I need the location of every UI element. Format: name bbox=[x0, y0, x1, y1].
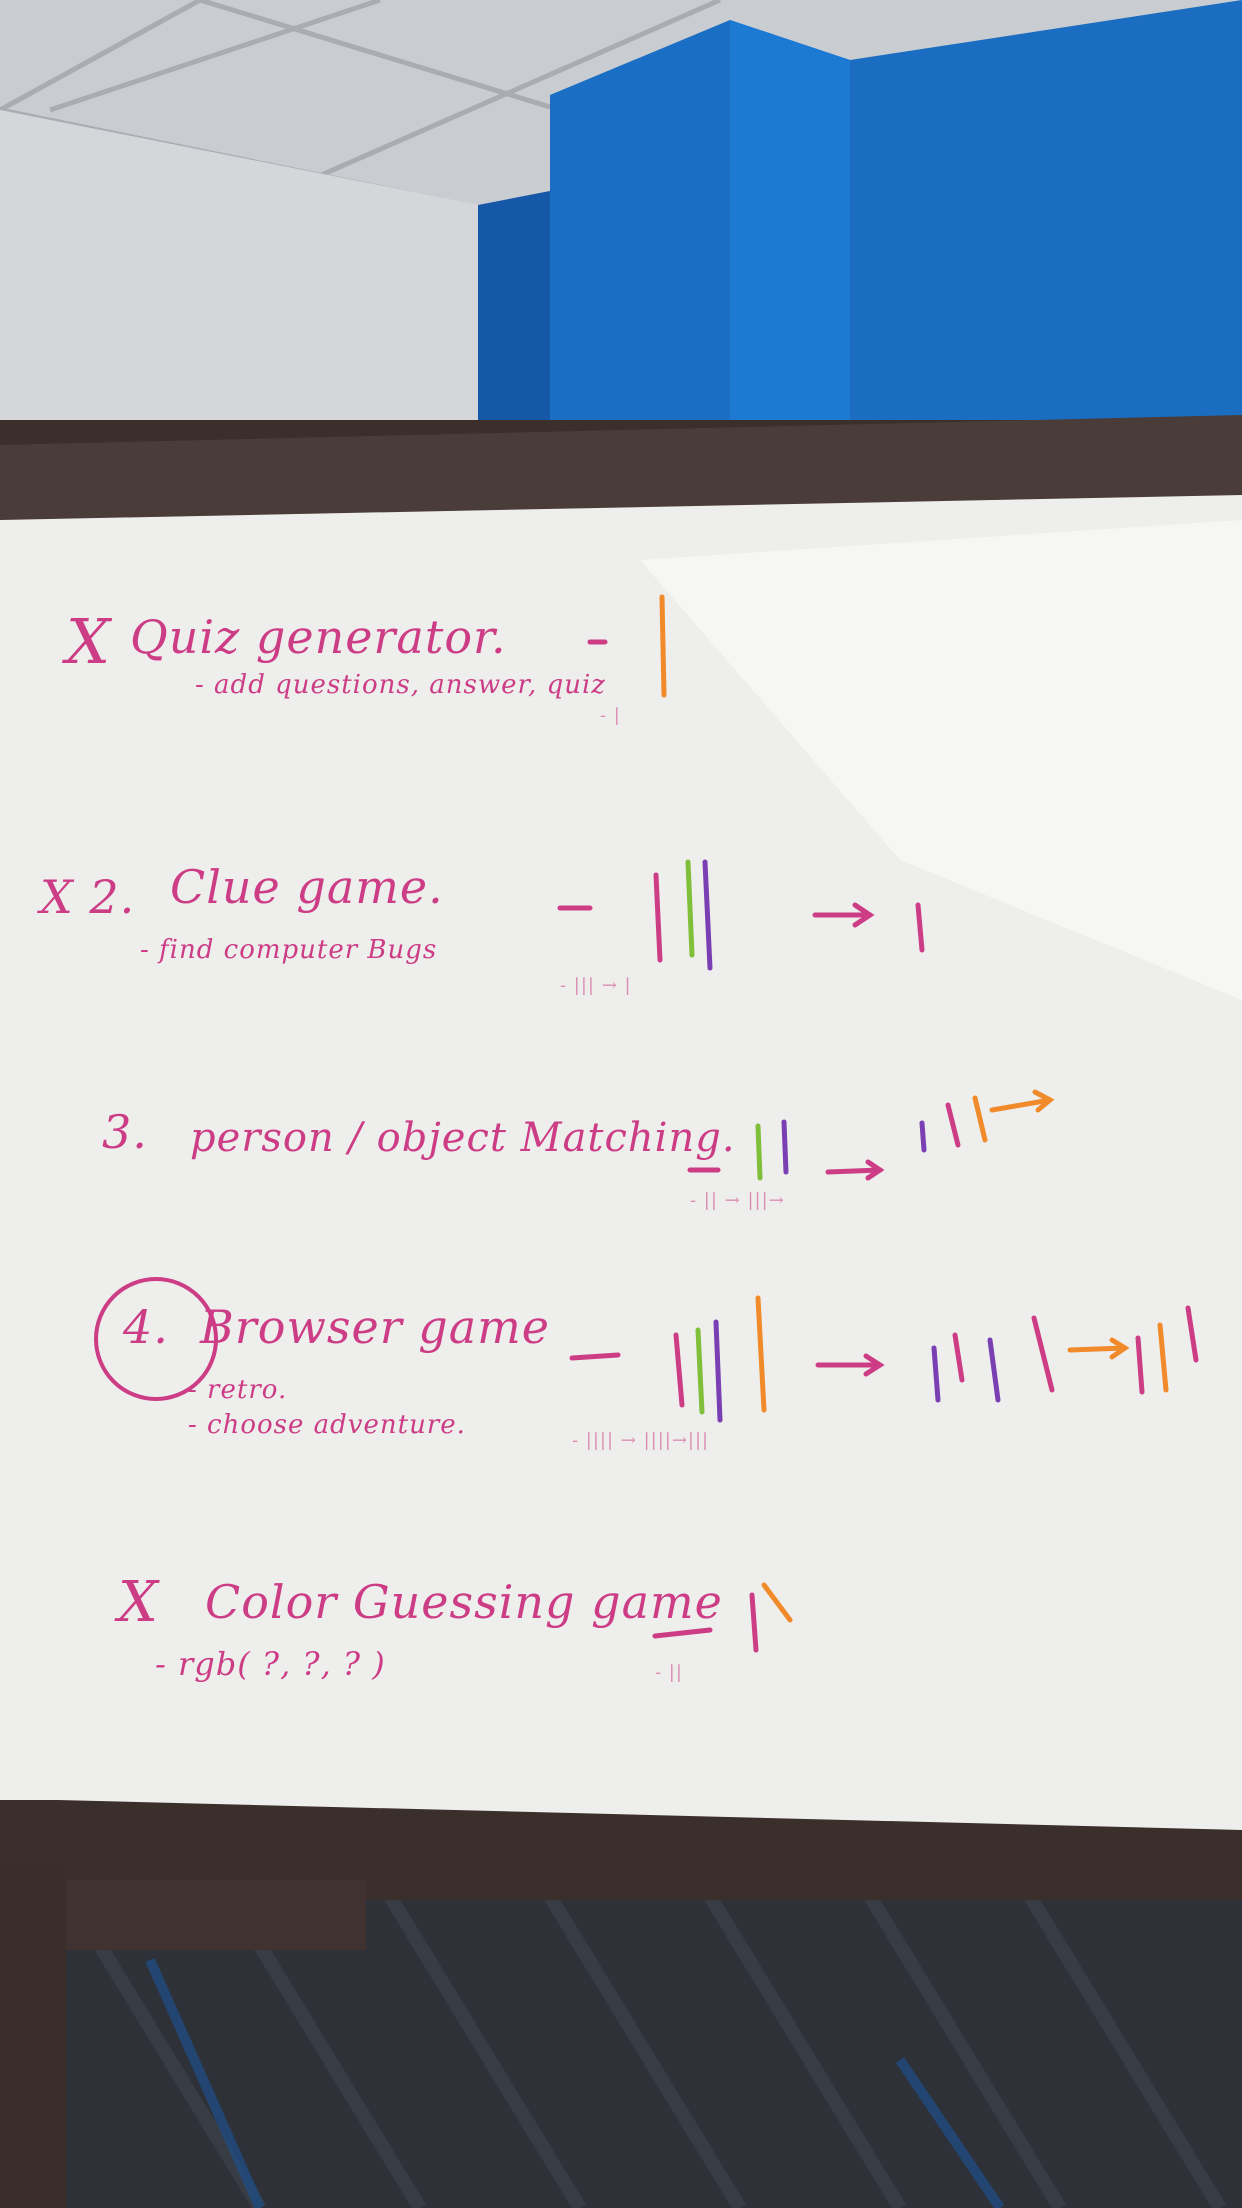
item-marker: 4. bbox=[123, 1300, 169, 1354]
tally-mark bbox=[987, 1337, 1001, 1403]
whiteboard-glare bbox=[640, 520, 1242, 1000]
tally-mark bbox=[659, 594, 667, 698]
tally-mark bbox=[761, 1582, 793, 1623]
tally-mark bbox=[695, 1327, 705, 1415]
arrow bbox=[1067, 1345, 1128, 1353]
tally-text: - |||| → ||||→||| bbox=[572, 1430, 710, 1451]
tally-mark bbox=[919, 1120, 927, 1153]
arrow bbox=[989, 1097, 1053, 1113]
tally-mark bbox=[702, 859, 713, 971]
tally-dash bbox=[569, 1352, 621, 1361]
item-title: Color Guessing game bbox=[205, 1575, 723, 1629]
carpet-blue-stripes bbox=[145, 1957, 1005, 2208]
tally-mark bbox=[781, 1119, 789, 1175]
tally-mark bbox=[1157, 1322, 1169, 1393]
board-frame-top bbox=[0, 415, 1242, 520]
tally-dash bbox=[652, 1627, 713, 1639]
item-marker: X bbox=[66, 605, 112, 678]
tally-mark bbox=[915, 902, 925, 953]
item-subnote: - rgb( ?, ?, ? ) bbox=[155, 1645, 386, 1683]
blue-wall-right bbox=[850, 0, 1242, 440]
tally-mark bbox=[972, 1095, 988, 1143]
item-subnote: - add questions, answer, quiz bbox=[195, 670, 606, 700]
easel-leg-left bbox=[0, 1860, 66, 2208]
circled-number bbox=[94, 1277, 218, 1401]
tally-mark bbox=[1185, 1305, 1199, 1363]
tally-mark bbox=[945, 1102, 961, 1148]
item-title: Clue game. bbox=[170, 860, 444, 914]
arrow bbox=[825, 1167, 883, 1175]
tally-text: - ||| → | bbox=[560, 975, 632, 996]
item-title: Quiz generator. bbox=[130, 610, 507, 664]
item-marker: 3. bbox=[102, 1105, 148, 1159]
item-subnote: - find computer Bugs bbox=[140, 935, 438, 965]
tally-mark bbox=[749, 1592, 759, 1653]
tally-mark bbox=[755, 1295, 767, 1413]
item-subnote: - retro. bbox=[188, 1375, 288, 1405]
blue-column-shade bbox=[730, 20, 850, 440]
white-wall-shade bbox=[0, 110, 480, 440]
tally-mark bbox=[931, 1345, 941, 1403]
tally-marks bbox=[557, 594, 1199, 1653]
tally-mark bbox=[713, 1319, 723, 1423]
item-title: Browser game bbox=[200, 1300, 551, 1354]
tally-mark bbox=[1135, 1335, 1145, 1395]
item-marker: X bbox=[118, 1570, 159, 1635]
tally-text: - | bbox=[600, 705, 621, 726]
easel-tray bbox=[66, 1880, 366, 1950]
item-marker: X 2. bbox=[40, 870, 136, 924]
tally-mark bbox=[755, 1123, 763, 1181]
tally-mark bbox=[952, 1332, 965, 1383]
tally-mark bbox=[1031, 1315, 1055, 1393]
blue-column-left bbox=[478, 190, 555, 440]
tally-mark bbox=[673, 1332, 685, 1408]
item-title: person / object Matching. bbox=[190, 1115, 736, 1161]
tally-text: - || bbox=[655, 1662, 683, 1683]
tally-text: - || → |||→ bbox=[690, 1190, 785, 1211]
tally-mark bbox=[685, 859, 695, 958]
item-subnote: - choose adventure. bbox=[188, 1410, 466, 1440]
tally-mark bbox=[653, 872, 663, 963]
